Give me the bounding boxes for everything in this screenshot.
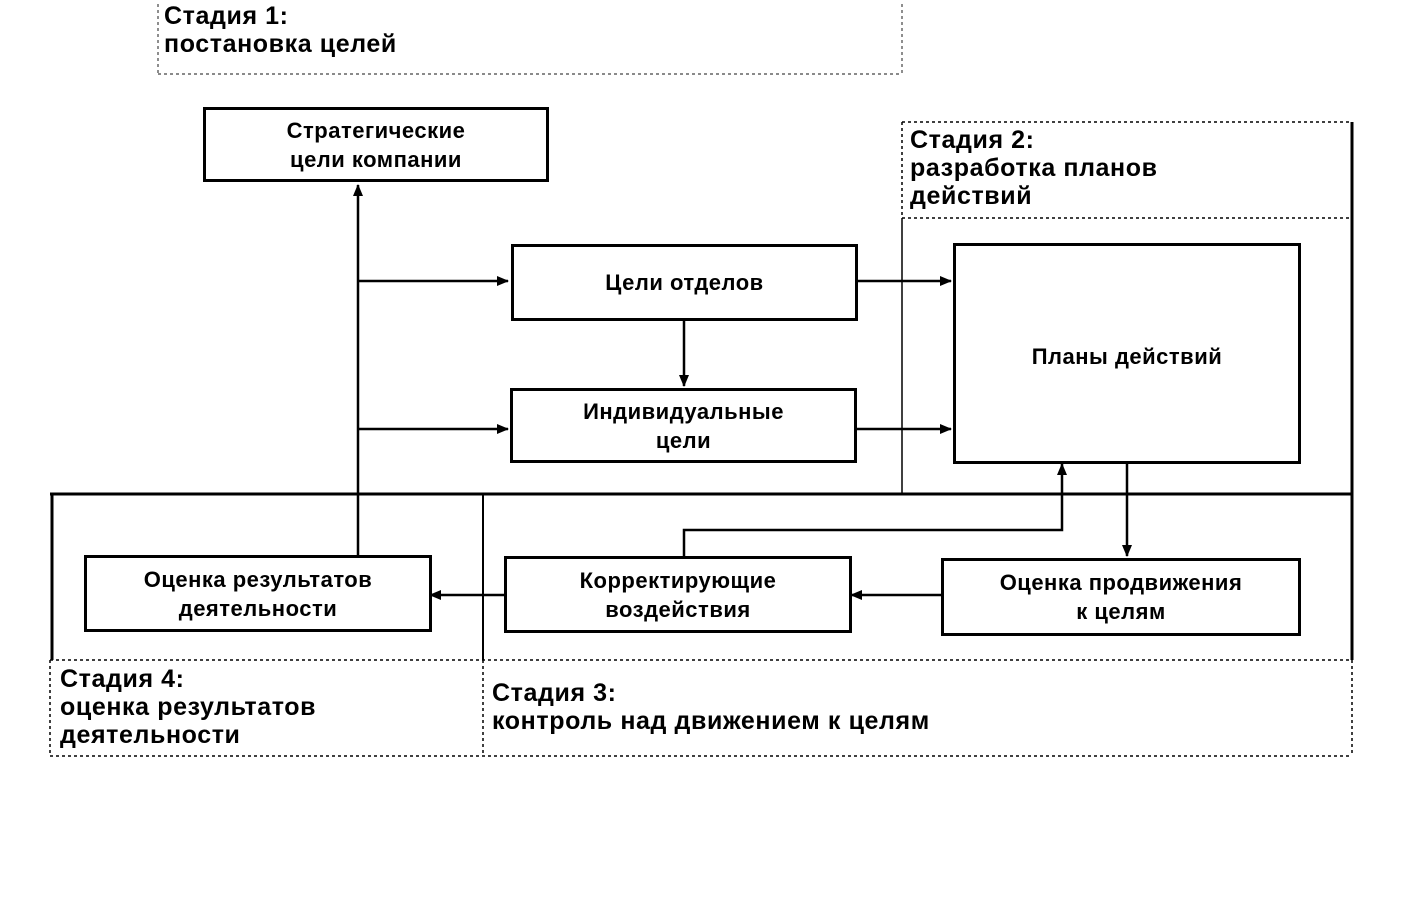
node-results-assessment-line2: деятельности (178, 595, 338, 621)
stage-2-subtitle-line1: разработка планов (910, 154, 1158, 182)
node-results-assessment-line1: Оценка результатов (143, 566, 373, 592)
stage-1-title: Стадия 1: (164, 2, 289, 30)
stage-4-title: Стадия 4: (60, 665, 185, 693)
node-individual-goals-line1: Индивидуальные (583, 398, 784, 424)
node-corrective-actions: Корректирующие воздействия (504, 556, 852, 633)
node-results-assessment: Оценка результатов деятельности (84, 555, 432, 632)
node-corrective-actions-line1: Корректирующие (579, 567, 777, 593)
stage-1-subtitle: постановка целей (164, 30, 397, 58)
node-progress-assessment-line1: Оценка продвижения (999, 570, 1243, 595)
stage-2-label: Стадия 2: разработка планов действий (910, 126, 1158, 210)
stage-2-frame (901, 121, 1354, 660)
stage-1-label: Стадия 1: постановка целей (164, 2, 397, 58)
node-individual-goals: Индивидуальные цели (510, 388, 857, 463)
stage-3-subtitle: контроль над движением к целям (492, 707, 930, 735)
node-individual-goals-line2: цели (655, 427, 712, 453)
node-department-goals-label: Цели отделов (605, 270, 764, 295)
node-strategic-goals: Стратегические цели компании (203, 107, 549, 182)
stage-2-subtitle-line2: действий (910, 182, 1033, 210)
node-progress-assessment: Оценка продвижения к целям (941, 558, 1301, 636)
node-progress-assessment-line2: к целям (1076, 599, 1166, 624)
node-action-plans: Планы действий (953, 243, 1301, 464)
node-strategic-goals-line2: цели компании (290, 146, 462, 172)
stage-label-frames (49, 659, 1353, 757)
node-strategic-goals-line1: Стратегические (286, 117, 466, 143)
stage-1-frame (157, 4, 903, 75)
stage-4-subtitle-line2: деятельности (60, 721, 241, 749)
node-corrective-actions-line2: воздействия (605, 596, 751, 622)
node-department-goals: Цели отделов (511, 244, 858, 321)
stage-4-subtitle-line1: оценка результатов (60, 693, 317, 721)
stage-3-title: Стадия 3: (492, 679, 617, 707)
stage-2-title: Стадия 2: (910, 126, 1035, 154)
lower-region-frame (50, 492, 1352, 660)
stage-3-label: Стадия 3: контроль над движением к целям (492, 679, 930, 735)
node-action-plans-label: Планы действий (1031, 344, 1223, 369)
arrow-corrective-to-plans (682, 463, 1067, 556)
stage-4-label: Стадия 4: оценка результатов деятельност… (60, 665, 316, 749)
